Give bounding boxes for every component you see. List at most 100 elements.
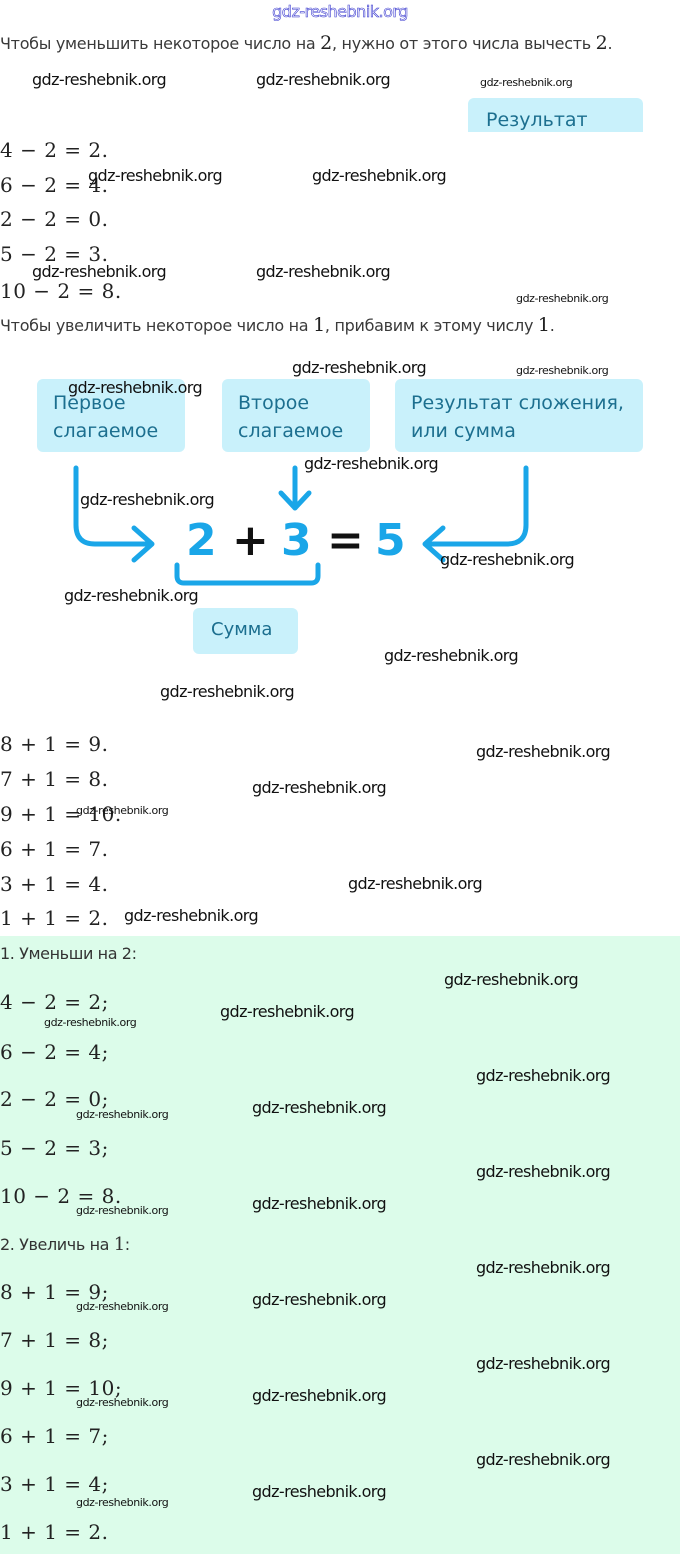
task2-item: 8 + 1 = 9; (0, 1280, 109, 1304)
sum-number: 5 (375, 515, 406, 566)
watermark: gdz-reshebnik.org (252, 1194, 387, 1213)
watermark: gdz-reshebnik.org (252, 1386, 387, 1405)
rule-number: 1 (313, 314, 325, 336)
watermark: gdz-reshebnik.org (444, 970, 579, 989)
watermark: gdz-reshebnik.org (440, 550, 575, 569)
first-addend-number: 2 (186, 515, 217, 566)
watermark: gdz-reshebnik.org (256, 70, 391, 89)
watermark: gdz-reshebnik.org (220, 1002, 355, 1021)
arrow-second-addend-icon (278, 465, 312, 511)
rule-text: , прибавим к этому числу (324, 316, 538, 335)
watermark: gdz-reshebnik.org (68, 378, 203, 397)
label-line: Второе (238, 392, 310, 414)
task2-item: 9 + 1 = 10; (0, 1376, 123, 1400)
watermark: gdz-reshebnik.org (384, 646, 519, 665)
add-example: 9 + 1 = 10. (0, 802, 122, 826)
add-example: 6 + 1 = 7. (0, 837, 109, 861)
watermark: gdz-reshebnik.org (32, 262, 167, 281)
rule-text: . (549, 316, 555, 335)
site-header-link[interactable]: gdz-reshebnik.org (272, 2, 409, 22)
watermark: gdz-reshebnik.org (76, 804, 169, 817)
first-addend-label: Первое слагаемое (37, 379, 185, 452)
watermark: gdz-reshebnik.org (252, 778, 387, 797)
task2-item: 7 + 1 = 8; (0, 1328, 109, 1352)
task1-title: 1. Уменьши на 2: (0, 944, 137, 963)
watermark: gdz-reshebnik.org (160, 682, 295, 701)
label-line: слагаемое (53, 420, 159, 442)
rule-text: . (607, 34, 613, 53)
add-rule-text: Чтобы увеличить некоторое число на 1, пр… (0, 314, 555, 336)
subtract-example: 5 − 2 = 3. (0, 242, 109, 266)
watermark: gdz-reshebnik.org (76, 1300, 169, 1313)
watermark: gdz-reshebnik.org (252, 1098, 387, 1117)
add-example: 3 + 1 = 4. (0, 872, 109, 896)
watermark: gdz-reshebnik.org (476, 742, 611, 761)
watermark: gdz-reshebnik.org (252, 1290, 387, 1309)
subtract-example: 4 − 2 = 2. (0, 138, 109, 162)
rule-text: Чтобы уменьшить некоторое число на (0, 34, 321, 53)
watermark: gdz-reshebnik.org (348, 874, 483, 893)
watermark: gdz-reshebnik.org (516, 364, 609, 377)
label-line: или сумма (411, 420, 516, 442)
task-text: : (131, 944, 137, 963)
watermark: gdz-reshebnik.org (80, 490, 215, 509)
watermark: gdz-reshebnik.org (44, 1016, 137, 1029)
watermark: gdz-reshebnik.org (476, 1450, 611, 1469)
add-example: 7 + 1 = 8. (0, 767, 109, 791)
watermark: gdz-reshebnik.org (256, 262, 391, 281)
watermark: gdz-reshebnik.org (76, 1108, 169, 1121)
task-text: 2. Увеличь на (0, 1235, 114, 1254)
watermark: gdz-reshebnik.org (124, 906, 259, 925)
watermark: gdz-reshebnik.org (476, 1354, 611, 1373)
task2-item: 6 + 1 = 7; (0, 1424, 109, 1448)
watermark: gdz-reshebnik.org (476, 1162, 611, 1181)
task1-item: 2 − 2 = 0; (0, 1087, 109, 1111)
rule-text: Чтобы увеличить некоторое число на (0, 316, 314, 335)
label-line: слагаемое (238, 420, 344, 442)
task-text: : (124, 1235, 130, 1254)
add-example: 8 + 1 = 9. (0, 732, 109, 756)
subtract-example: 2 − 2 = 0. (0, 207, 109, 231)
task1-item: 4 − 2 = 2; (0, 990, 109, 1014)
result-label: Результат (468, 98, 643, 132)
arrow-sum-icon (422, 465, 529, 563)
sum-label: Сумма (193, 608, 298, 654)
watermark: gdz-reshebnik.org (76, 1496, 169, 1509)
equals-sign: = (327, 515, 364, 566)
watermark: gdz-reshebnik.org (476, 1066, 611, 1085)
label-line: Результат сложения, (411, 392, 624, 414)
subtract-rule-text: Чтобы уменьшить некоторое число на 2, ну… (0, 32, 613, 54)
task1-item: 6 − 2 = 4; (0, 1040, 109, 1064)
watermark: gdz-reshebnik.org (76, 1204, 169, 1217)
watermark: gdz-reshebnik.org (32, 70, 167, 89)
task2-title: 2. Увеличь на 1: (0, 1234, 130, 1255)
watermark: gdz-reshebnik.org (252, 1482, 387, 1501)
plus-sign: + (232, 515, 269, 566)
add-example: 1 + 1 = 2. (0, 906, 109, 930)
task1-item: 5 − 2 = 3; (0, 1136, 109, 1160)
subtract-example: 6 − 2 = 4. (0, 173, 109, 197)
watermark: gdz-reshebnik.org (292, 358, 427, 377)
rule-number: 2 (320, 32, 332, 54)
watermark: gdz-reshebnik.org (312, 166, 447, 185)
result-label-box: Результат (468, 98, 643, 132)
rule-number: 2 (595, 32, 608, 54)
watermark: gdz-reshebnik.org (64, 586, 199, 605)
watermark: gdz-reshebnik.org (516, 292, 609, 305)
task-text: 1. Уменьши на (0, 944, 122, 963)
task2-item: 1 + 1 = 2. (0, 1520, 109, 1544)
task-number: 1 (113, 1234, 125, 1255)
watermark: gdz-reshebnik.org (76, 1396, 169, 1409)
sum-result-label: Результат сложения, или сумма (395, 379, 643, 452)
rule-number: 1 (537, 314, 550, 336)
label-line: Первое (53, 392, 126, 414)
second-addend-number: 3 (281, 515, 312, 566)
subtract-example: 10 − 2 = 8. (0, 279, 122, 303)
task1-item: 10 − 2 = 8. (0, 1184, 122, 1208)
watermark: gdz-reshebnik.org (480, 76, 573, 89)
answer-section (0, 936, 680, 1554)
diagram-arrows (73, 465, 529, 586)
task-number: 2 (121, 944, 132, 963)
watermark: gdz-reshebnik.org (476, 1258, 611, 1277)
watermark: gdz-reshebnik.org (88, 166, 223, 185)
